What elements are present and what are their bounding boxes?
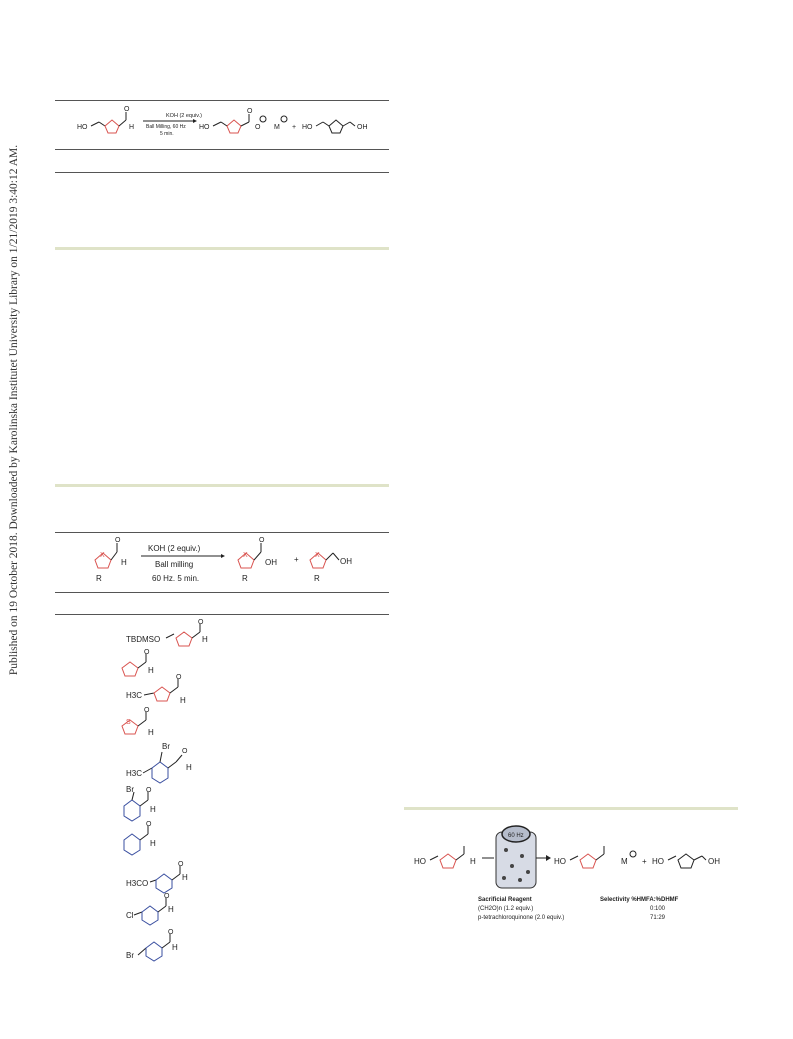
scheme1-plus: + (292, 124, 296, 131)
table1-mid-rule (55, 149, 389, 150)
substrate-9-prefix: Cl (126, 911, 134, 920)
substrate-9: Cl O H (126, 893, 174, 926)
scheme1-m-plus: M (274, 124, 280, 131)
scheme1-o: O (124, 106, 130, 113)
scheme3-ho: HO (414, 857, 426, 866)
scheme3-h: H (470, 857, 476, 866)
substrate-2-h: H (148, 666, 154, 675)
scheme2-h: H (121, 558, 127, 567)
substrate-10-h: H (172, 943, 178, 952)
table2-rule-c (55, 614, 389, 615)
scheme1-reaction: HO O H KOH (2 equiv.) Ball Milling, 60 H… (77, 106, 368, 137)
substrate-3-o: O (176, 674, 182, 681)
scheme3-m-plus: M (621, 857, 628, 866)
substrate-2: O H (121, 649, 154, 677)
download-notice-text: Published on 19 October 2018. Downloaded… (8, 144, 20, 676)
substrate-7: O H (123, 821, 156, 856)
substrate-10: Br O H (126, 929, 178, 962)
jar-lid (501, 825, 531, 843)
scheme3-col2-header: Selectivity %HMFA:%DHMF (600, 897, 679, 903)
scheme2-product-x: X (243, 552, 248, 559)
scheme2-alc-r: R (314, 574, 320, 583)
scheme3-diol-oh: OH (708, 857, 720, 866)
scheme3-plus: + (642, 857, 647, 866)
scheme2-alc-x: X (315, 552, 320, 559)
table1-top-rule (55, 100, 389, 101)
substrate-2-o: O (144, 649, 150, 656)
scheme2-reaction: X O H R KOH (2 equiv.) Ball milling 60 H… (94, 537, 352, 583)
substrate-5-h: H (186, 763, 192, 772)
scheme1-carbonyl-o: O (247, 108, 253, 115)
substrate-10-prefix: Br (126, 951, 134, 960)
scheme1-h: H (129, 124, 134, 131)
substrate-1-h: H (202, 635, 208, 644)
scheme2-x: X (100, 552, 105, 559)
scheme3-col1-header: Sacrificial Reagent (478, 897, 532, 903)
substrate-3-h: H (180, 696, 186, 705)
substrate-6-o: O (146, 787, 152, 794)
table1-bottom-rule (55, 247, 389, 250)
scheme2-product-r: R (242, 574, 248, 583)
substrate-9-o: O (164, 893, 170, 900)
substrate-7-o: O (146, 821, 152, 828)
substrate-6: Br O H (123, 785, 156, 822)
scheme3-row2-selectivity: 71:29 (650, 915, 666, 921)
substrate-8: H3CO O H (126, 861, 188, 894)
scheme3-row1-selectivity: 0:100 (650, 906, 666, 912)
substrate-5-o: O (182, 748, 188, 755)
scheme2-o: O (115, 537, 121, 544)
scheme2-r: R (96, 574, 102, 583)
substrate-5: H3C Br O H (126, 742, 192, 784)
substrate-8-h: H (182, 873, 188, 882)
substrate-structures: TBDMSO H O O H H3C O H (121, 619, 208, 962)
scheme2-reagent: KOH (2 equiv.) (148, 544, 201, 553)
substrate-5-prefix: H3C (126, 769, 142, 778)
table2-rule-a (55, 532, 389, 533)
substrate-10-o: O (168, 929, 174, 936)
scheme1-ho: HO (77, 124, 88, 131)
substrate-4-o: O (144, 707, 150, 714)
scheme1-conditions2: 5 min. (160, 131, 174, 137)
scheme3-diol-ho: HO (652, 857, 664, 866)
substrate-4: S O H (121, 707, 154, 737)
substrate-9-h: H (168, 905, 174, 914)
substrate-list: TBDMSO H O O H H3C O H (110, 618, 250, 963)
scheme2-conditions2: 60 Hz. 5 min. (152, 574, 199, 583)
scheme3-row1-reagent: (CH2O)n (1.2 equiv.) (478, 906, 533, 912)
scheme1-diol-ho: HO (302, 124, 313, 131)
table1-header-rule (55, 172, 389, 173)
scheme3-figure: HO H 60 Hz HO M + HO OH Sacrificial Reag… (414, 825, 720, 921)
substrate-1-prefix: TBDMSO (126, 635, 160, 644)
substrate-3-prefix: H3C (126, 691, 142, 700)
substrate-8-o: O (178, 861, 184, 868)
substrate-6-br: Br (126, 785, 134, 794)
scheme1-diol-oh: OH (357, 124, 368, 131)
scheme1-o-minus: O (255, 124, 261, 131)
substrate-4-s: S (126, 719, 131, 726)
table2-top-rule (55, 484, 389, 487)
substrate-8-prefix: H3CO (126, 879, 148, 888)
substrate-1-o: O (198, 619, 204, 626)
scheme1-conditions1: Ball Milling, 60 Hz (146, 124, 186, 130)
substrate-6-h: H (150, 805, 156, 814)
substrate-7-h: H (150, 839, 156, 848)
download-notice: Published on 19 October 2018. Downloaded… (4, 145, 24, 675)
scheme3-row2-reagent: p-tetrachloroquinone (2.0 equiv.) (478, 915, 564, 921)
figure-top-rule (404, 807, 738, 810)
scheme1-reagent: KOH (2 equiv.) (166, 113, 202, 119)
table2-rule-b (55, 592, 389, 593)
scheme2-conditions1: Ball milling (155, 560, 193, 569)
substrate-5-br: Br (162, 742, 170, 751)
scheme1-product-ho: HO (199, 124, 210, 131)
substrate-3: H3C O H (126, 674, 186, 705)
scheme3-freq: 60 Hz (508, 833, 524, 839)
scheme2-plus: + (294, 555, 299, 564)
substrate-1: TBDMSO H O (126, 619, 208, 647)
scheme3-product-ho: HO (554, 857, 566, 866)
scheme2-alc-oh: OH (340, 557, 352, 566)
substrate-4-h: H (148, 728, 154, 737)
scheme2-product-o: O (259, 537, 265, 544)
scheme2-oh: OH (265, 558, 277, 567)
